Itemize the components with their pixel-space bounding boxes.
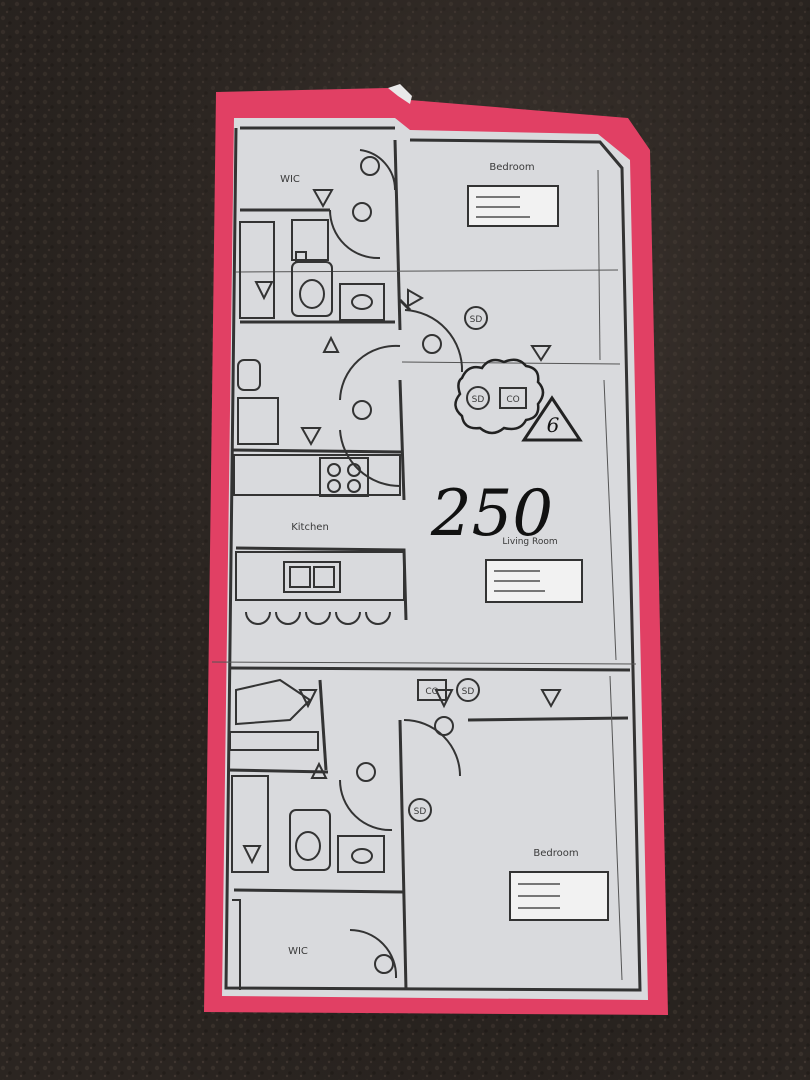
device-triangles [242, 189, 562, 865]
living-label: Living Room [502, 537, 557, 547]
svg-text:CO: CO [425, 687, 438, 697]
bedroom-top-label: Bedroom [489, 162, 534, 173]
svg-text:SD: SD [470, 315, 483, 325]
top-bathroom-fixtures [239, 149, 397, 321]
info-box-lines [476, 196, 560, 909]
kitchen-fixtures [233, 309, 464, 625]
svg-text:CO: CO [506, 395, 519, 405]
co-symbols: CO CO [417, 387, 527, 701]
bottom-bathroom-fixtures [229, 678, 461, 990]
outer-walls [224, 126, 642, 992]
kitchen-label: Kitchen [291, 522, 329, 533]
svg-text:SD: SD [472, 395, 485, 405]
unit-number: 250 [430, 477, 553, 551]
torn-corner [388, 84, 412, 104]
wic-bottom-label: WIC [288, 946, 308, 957]
room-labels: Bedroom WIC Kitchen Living Room Bedroom … [280, 162, 579, 957]
device-circles [352, 156, 454, 974]
revision-tag: 6 [521, 395, 583, 442]
bedroom-bottom-label: Bedroom [533, 848, 578, 859]
sd-symbols: SD SD SD SD [408, 306, 490, 822]
revision-cloud [454, 358, 545, 435]
svg-text:SD: SD [414, 807, 427, 817]
wic-top-label: WIC [280, 174, 300, 185]
svg-text:SD: SD [462, 687, 475, 697]
dimension-lines [211, 169, 637, 981]
interior-walls [227, 139, 631, 991]
svg-text:6: 6 [547, 413, 560, 437]
plan-interior [222, 118, 648, 1000]
